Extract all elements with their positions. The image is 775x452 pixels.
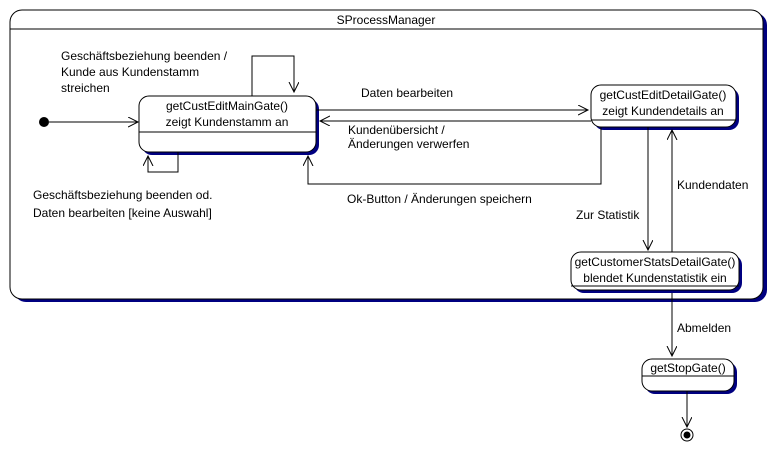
final-state	[680, 428, 694, 442]
initial-state	[39, 117, 49, 127]
label-logout: Abmelden	[677, 321, 731, 335]
state-name: getCustEditMainGate()	[166, 99, 288, 113]
transition-self-top	[251, 55, 294, 96]
state-getcusteditdetailgate: getCustEditDetailGate() zeigt Kundendeta…	[590, 84, 739, 130]
state-name: getCustEditDetailGate()	[600, 88, 727, 102]
composite-state-sprocessmanager: SProcessManager	[9, 9, 767, 302]
composite-state-title: SProcessManager	[337, 13, 436, 27]
label-self-bottom-2: Daten bearbeiten [keine Auswahl]	[33, 206, 212, 220]
state-name: getCustomerStatsDetailGate()	[575, 255, 736, 269]
state-activity: zeigt Kundenstamm an	[166, 115, 289, 129]
state-activity: zeigt Kundendetails an	[602, 104, 723, 118]
label-to-stats: Zur Statistik	[576, 208, 640, 222]
label-self-bottom-1: Geschäftsbeziehung beenden od.	[33, 188, 212, 202]
label-back-2: Änderungen verwerfen	[348, 137, 469, 151]
state-getcusteditmaingate: getCustEditMainGate() zeigt Kundenstamm …	[138, 95, 319, 155]
state-activity: blendet Kundenstatistik ein	[583, 271, 726, 285]
label-back-1: Kundenübersicht /	[348, 123, 445, 137]
label-self-top-1: Geschäftsbeziehung beenden /	[61, 49, 228, 63]
state-name: getStopGate()	[650, 361, 725, 375]
label-to-detail: Daten bearbeiten	[361, 86, 453, 100]
transition-self-bottom	[148, 152, 179, 173]
label-ok: Ok-Button / Änderungen speichern	[347, 192, 532, 206]
label-self-top-3: streichen	[61, 81, 110, 95]
state-getstopgate: getStopGate()	[641, 358, 737, 394]
label-self-top-2: Kunde aus Kundenstamm	[61, 65, 199, 79]
transition-ok	[308, 127, 602, 185]
state-getcustomerstatsdetailgate: getCustomerStatsDetailGate() blendet Kun…	[570, 251, 742, 293]
label-to-detail-from-stats: Kundendaten	[677, 178, 748, 192]
